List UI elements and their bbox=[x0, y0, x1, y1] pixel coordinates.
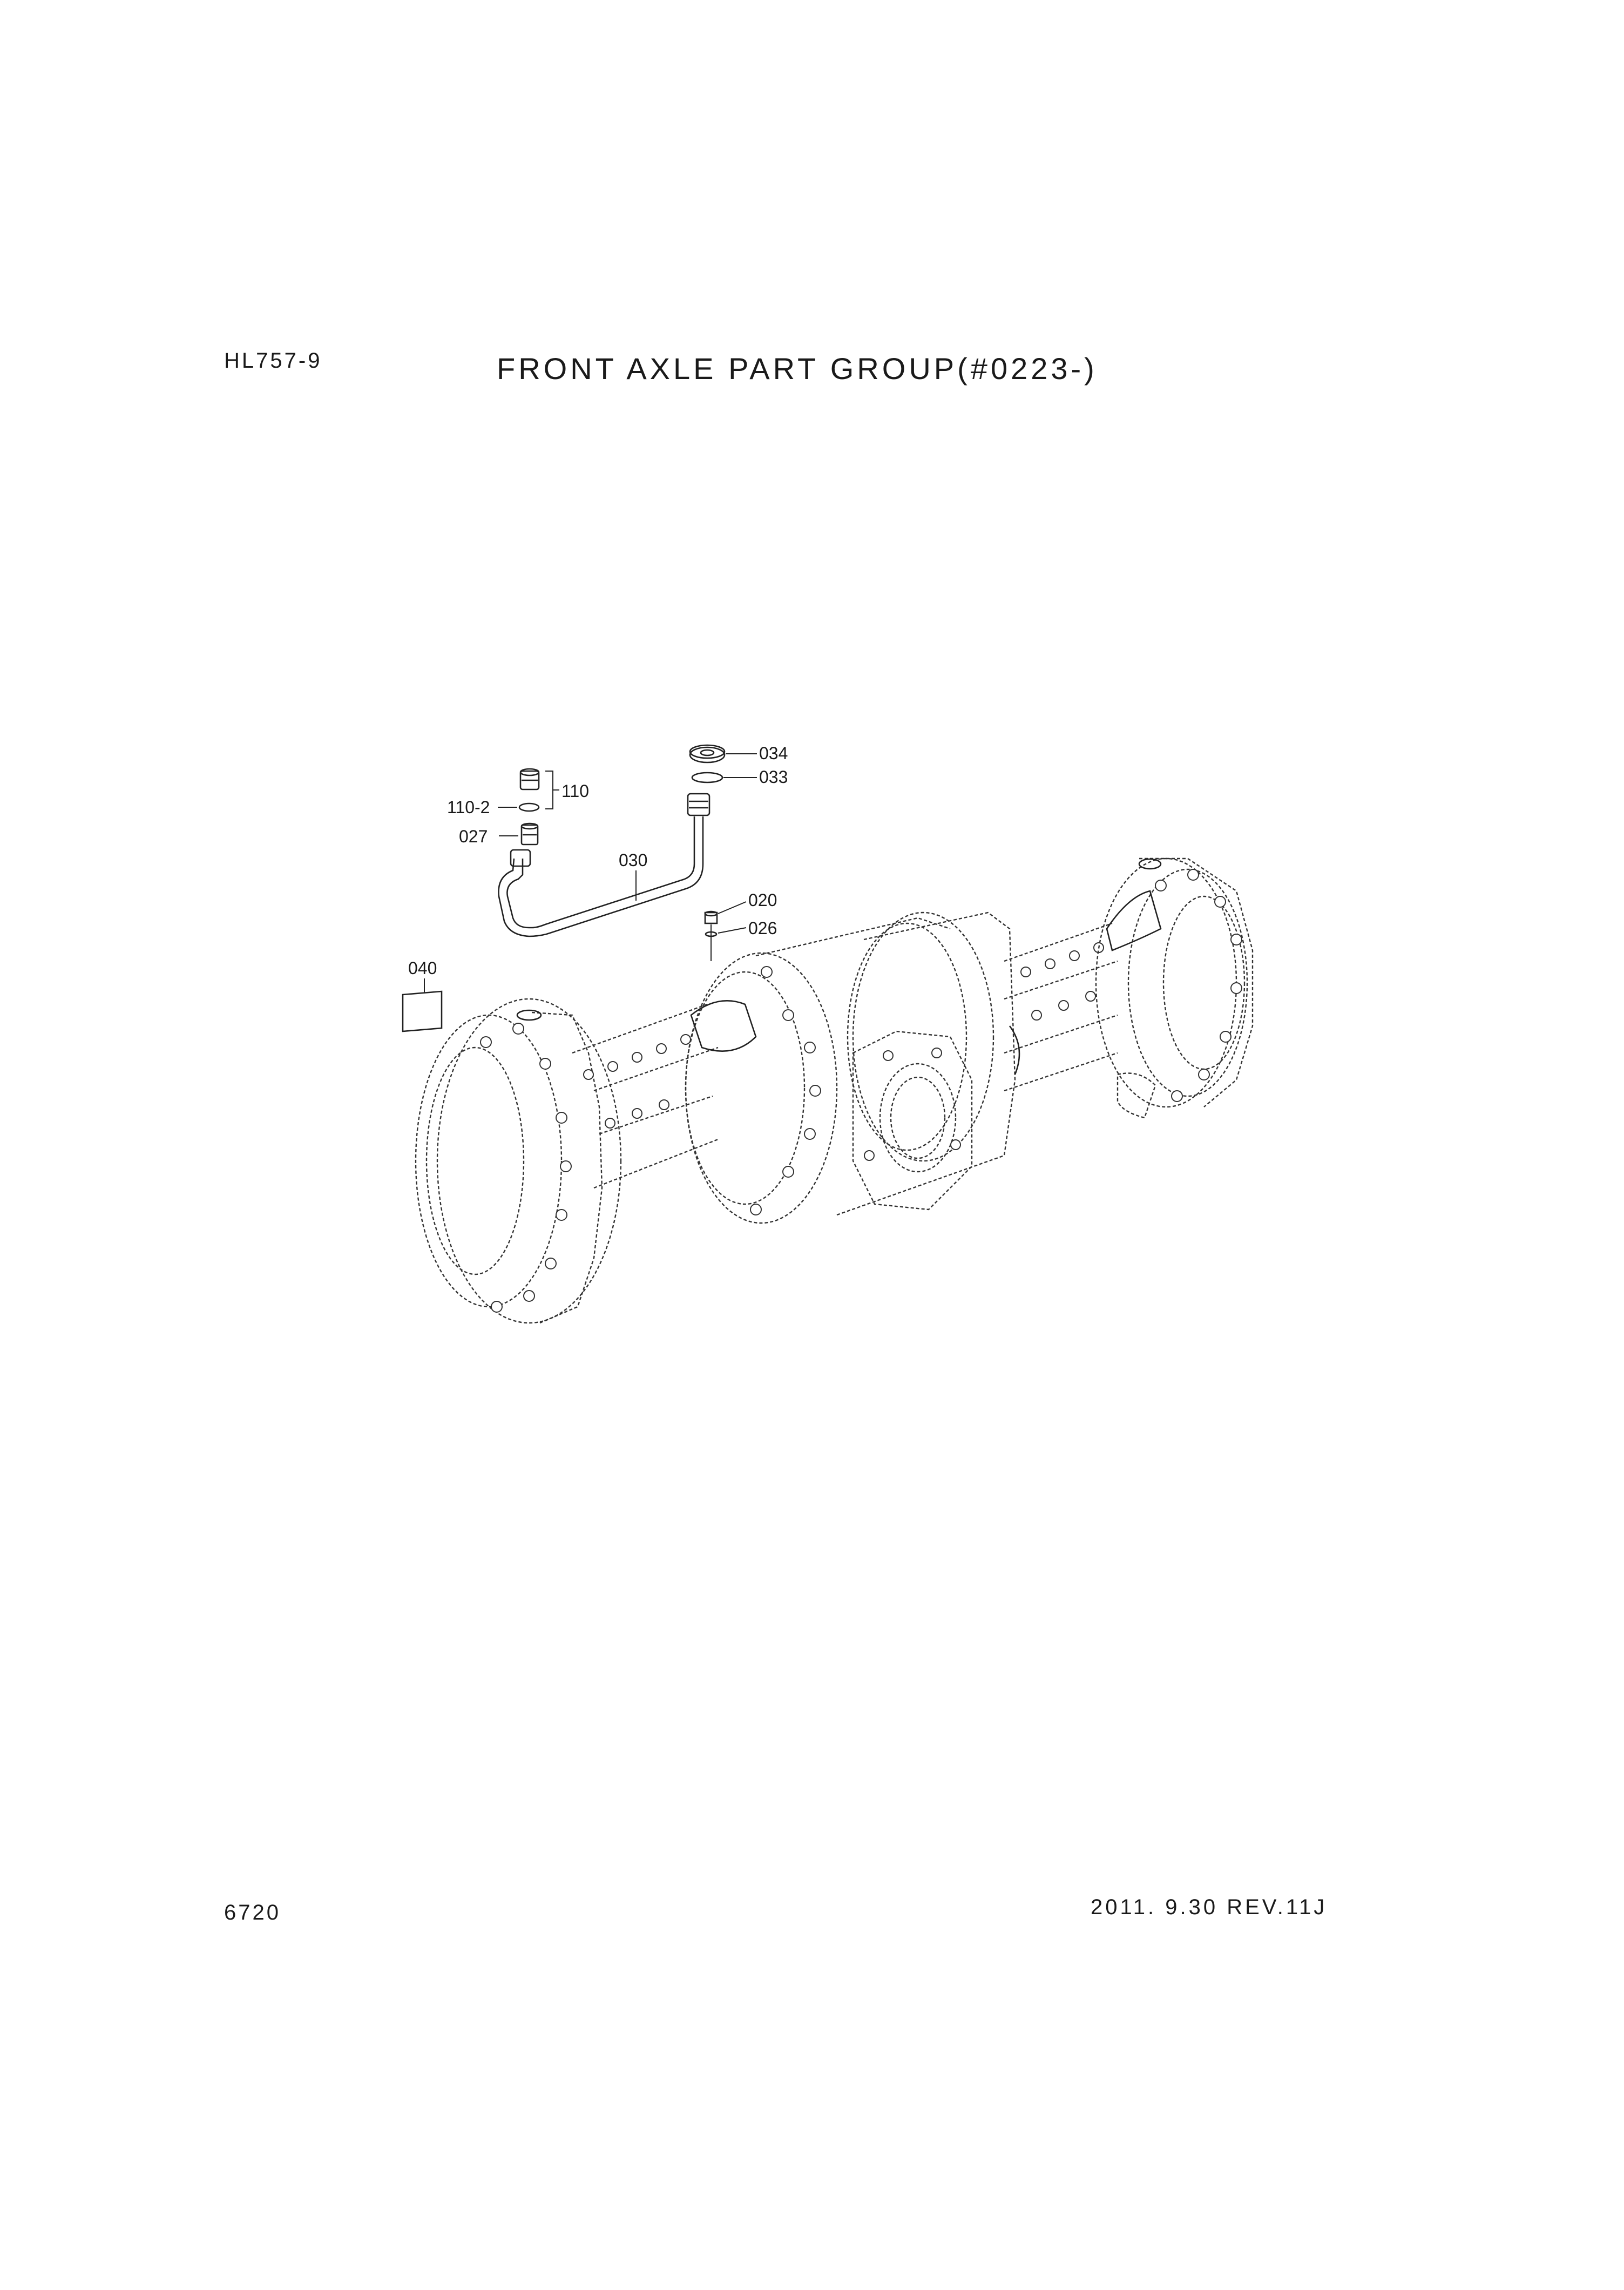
label-026: 026 bbox=[748, 918, 777, 938]
part-110-fitting bbox=[519, 768, 540, 791]
bracket-110 bbox=[545, 771, 553, 809]
part-020-plug bbox=[704, 910, 718, 924]
label-020: 020 bbox=[748, 890, 777, 910]
label-030: 030 bbox=[619, 850, 647, 870]
part-033-oring bbox=[691, 772, 723, 783]
part-027-adapter bbox=[520, 822, 539, 846]
model-number: HL757-9 bbox=[224, 349, 322, 373]
label-033: 033 bbox=[759, 767, 788, 787]
part-034-nut bbox=[689, 744, 726, 764]
leader-026 bbox=[718, 927, 747, 934]
revision-date: 2011. 9.30 REV.11J bbox=[1091, 1895, 1328, 1919]
label-034: 034 bbox=[759, 744, 788, 763]
page-title: FRONT AXLE PART GROUP(#0223-) bbox=[497, 352, 1098, 386]
axle-housing bbox=[415, 857, 1254, 1324]
part-030-pipe bbox=[498, 793, 710, 937]
part-110-2-seal bbox=[518, 802, 540, 812]
label-027: 027 bbox=[459, 827, 488, 846]
leader-020 bbox=[718, 901, 747, 914]
part-040-plate bbox=[402, 990, 443, 1032]
label-110-2: 110-2 bbox=[447, 798, 490, 817]
label-040: 040 bbox=[408, 958, 437, 978]
label-110: 110 bbox=[561, 781, 589, 801]
page-number: 6720 bbox=[224, 1901, 281, 1924]
